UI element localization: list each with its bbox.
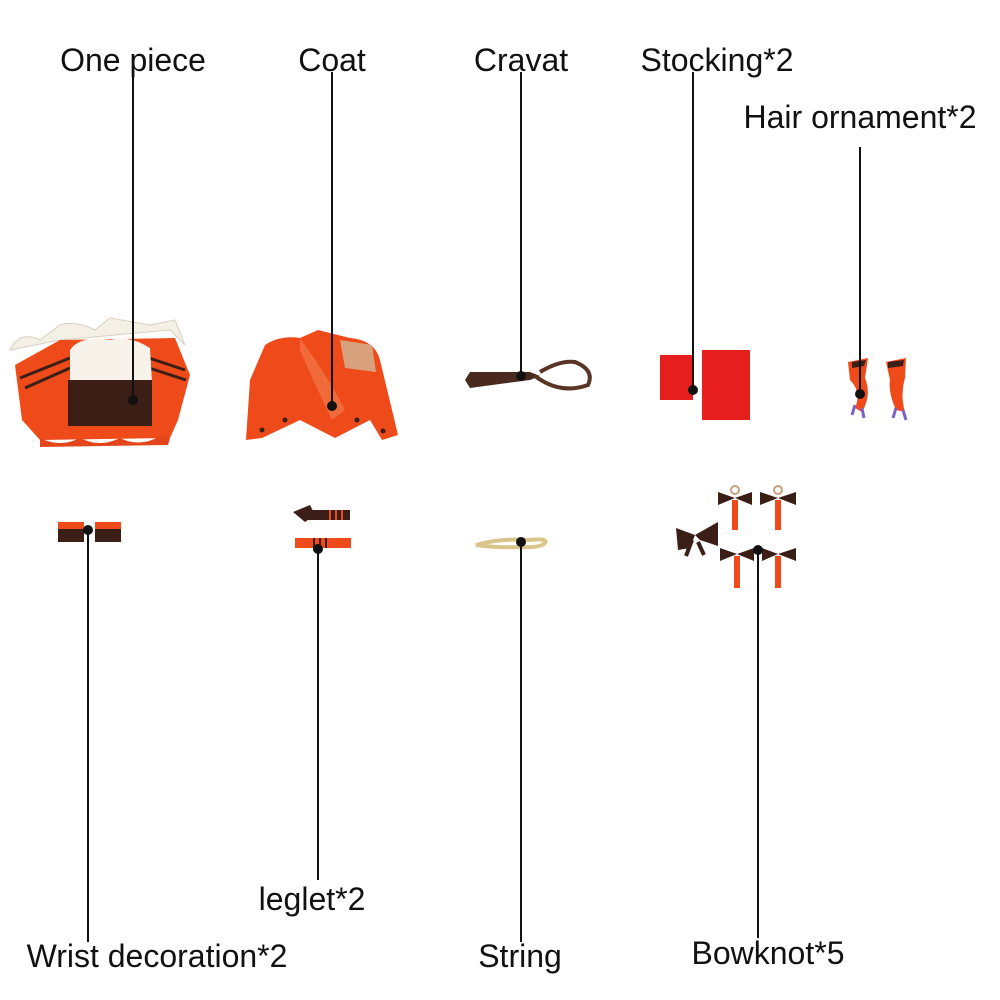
string xyxy=(475,537,548,550)
marker-cravat xyxy=(516,371,526,381)
marker-string xyxy=(516,537,526,547)
marker-one-piece xyxy=(128,395,138,405)
one-piece-dress xyxy=(9,317,190,447)
hair-ornaments xyxy=(848,358,908,421)
label-bowknot: Bowknot*5 xyxy=(691,935,845,971)
label-one-piece: One piece xyxy=(60,42,206,78)
label-hair-ornament: Hair ornament*2 xyxy=(743,99,977,135)
marker-leglet xyxy=(313,544,323,554)
label-string: String xyxy=(478,938,562,974)
label-coat: Coat xyxy=(298,42,366,78)
bowknots xyxy=(676,485,796,588)
label-stocking: Stocking*2 xyxy=(640,42,794,78)
marker-hair-ornament xyxy=(855,389,865,399)
coat xyxy=(246,330,398,440)
leglets xyxy=(293,505,351,548)
marker-bowknot xyxy=(753,545,763,555)
marker-wrist-decoration xyxy=(83,525,93,535)
wrist-decorations xyxy=(58,522,121,542)
cravat xyxy=(465,359,592,391)
marker-coat xyxy=(327,401,337,411)
label-leglet: leglet*2 xyxy=(258,881,366,917)
label-cravat: Cravat xyxy=(473,42,569,78)
marker-stocking xyxy=(688,385,698,395)
label-wrist-decoration: Wrist decoration*2 xyxy=(26,938,288,974)
stockings xyxy=(660,350,750,420)
